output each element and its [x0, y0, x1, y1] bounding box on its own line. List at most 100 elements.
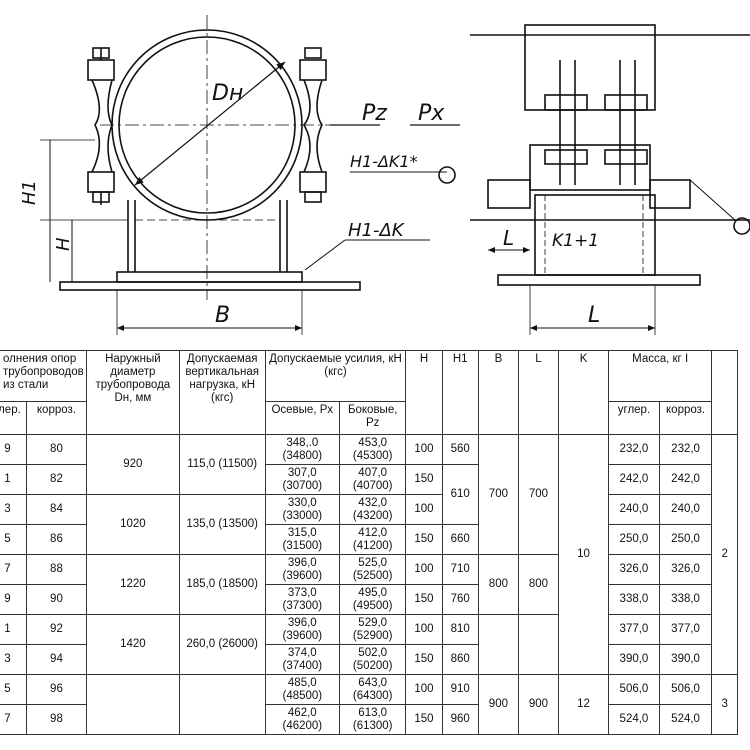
cell-h1: 810 [441, 614, 479, 645]
dn-label: Dн [212, 81, 243, 106]
weld-bottom-label: H1-ΔK [348, 220, 405, 241]
k1-label: K1+1 [552, 231, 599, 251]
l-small-label: L [503, 226, 514, 250]
table-row: 1 92 1420 260,0 (26000) 396,0 (39600) 52… [0, 614, 738, 675]
table-row: 3 84 1020 135,0 (13500) 330,0 (33000) 43… [0, 494, 738, 555]
cell-mass-corrosion: 240,0 [658, 494, 713, 525]
cell-mass-carbon: 232,0 [608, 434, 660, 465]
header-l: L [517, 350, 560, 435]
cell-mass-carbon: 240,0 [608, 494, 660, 525]
cell-px: 374,0 (37400) [264, 644, 341, 675]
header-k: K [558, 350, 610, 435]
cell-h1: 660 [441, 524, 479, 555]
header-forces: Допускаемые усилия, кН (кгс) [264, 350, 407, 402]
cell-h: 150 [405, 704, 443, 735]
cell-px: 462,0 (46200) [264, 704, 341, 735]
px-label: Px [418, 101, 445, 126]
table-row: 5 86 315,0 (31500) 412,0 (41200) 150 660… [0, 524, 738, 555]
cell-px: 485,0 (48500) [264, 674, 341, 705]
cell-carbon: 7 [0, 704, 27, 735]
cell-px: 330,0 (33000) [264, 494, 341, 525]
spec-table: олнения опор трубопроводов из стали Нару… [0, 350, 738, 735]
cell-px: 373,0 (37300) [264, 584, 341, 615]
cell-carbon: 5 [0, 524, 27, 555]
cell-h: 100 [405, 614, 443, 645]
header-corrosion: корроз. [25, 401, 87, 435]
cell-diameter: 1220 [85, 554, 180, 615]
weld-top-label: H1-ΔK1* [350, 152, 418, 171]
cell-pz: 525,0 (52500) [339, 554, 407, 585]
h-label: H [53, 237, 74, 251]
cell-l: 900 [517, 674, 560, 735]
cell-mass-carbon: 506,0 [608, 674, 660, 705]
header-edge [711, 350, 738, 435]
cell-corrosion: 98 [25, 704, 87, 735]
table-row: 7 88 1220 185,0 (18500) 396,0 (39600) 52… [0, 554, 738, 615]
cell-px: 396,0 (39600) [264, 554, 341, 585]
cell-mass-corrosion: 377,0 [658, 614, 713, 645]
cell-h1: 610 [441, 464, 479, 525]
cell-diameter: 1020 [85, 494, 180, 555]
cell-h: 150 [405, 464, 443, 495]
cell-h1: 760 [441, 584, 479, 615]
cell-pz: 432,0 (43200) [339, 494, 407, 525]
cell-h: 100 [405, 554, 443, 585]
cell-load: 260,0 (26000) [178, 614, 266, 675]
table-row: 7 98 462,0 (46200) 613,0 (61300) 150 960… [0, 704, 738, 735]
cell-carbon: 1 [0, 464, 27, 495]
cell-load: 115,0 (11500) [178, 434, 266, 495]
header-axial: Осевые, Px [264, 401, 341, 435]
cell-pz: 412,0 (41200) [339, 524, 407, 555]
cell-px: 348,.0 (34800) [264, 434, 341, 465]
cell-h1: 910 [441, 674, 479, 705]
header-h1: H1 [441, 350, 479, 435]
cell-carbon: 3 [0, 494, 27, 525]
table-row: 3 94 374,0 (37400) 502,0 (50200) 150 860… [0, 644, 738, 675]
spec-table-wrapper: олнения опор трубопроводов из стали Нару… [0, 350, 750, 750]
header-lateral: Боковые, Pz [339, 401, 407, 435]
header-vertical-load: Допускаемая вертикальная нагрузка, кН (к… [178, 350, 266, 435]
cell-mass-carbon: 250,0 [608, 524, 660, 555]
header-carbon: глер. [0, 401, 27, 435]
header-mass-corrosion: корроз. [658, 401, 713, 435]
pz-label: Pz [362, 101, 387, 126]
cell-h1: 560 [441, 434, 479, 465]
cell-mass-corrosion: 338,0 [658, 584, 713, 615]
cell-corrosion: 90 [25, 584, 87, 615]
cell-mass-corrosion: 390,0 [658, 644, 713, 675]
cell-corrosion: 92 [25, 614, 87, 645]
cell-b-empty [477, 614, 519, 675]
cell-corrosion: 94 [25, 644, 87, 675]
table-row: 1 82 307,0 (30700) 407,0 (40700) 150 610… [0, 464, 738, 525]
cell-diameter-empty [85, 674, 180, 735]
cell-corrosion: 82 [25, 464, 87, 495]
cell-carbon: 9 [0, 584, 27, 615]
cell-h1: 710 [441, 554, 479, 585]
cell-mass-corrosion: 250,0 [658, 524, 713, 555]
technical-drawing: Dн Pz Px H1 H B H1-ΔK1* H1-ΔK L K1+1 L [19, 15, 750, 335]
cell-load-empty [178, 674, 266, 735]
cell-load: 185,0 (18500) [178, 554, 266, 615]
cell-mass-carbon: 326,0 [608, 554, 660, 585]
cell-h: 150 [405, 524, 443, 555]
cell-carbon: 7 [0, 554, 27, 585]
cell-edge: 3 [711, 674, 738, 735]
header-execution: олнения опор трубопроводов из стали [0, 350, 87, 402]
cell-mass-carbon: 390,0 [608, 644, 660, 675]
cell-pz: 502,0 (50200) [339, 644, 407, 675]
cell-mass-corrosion: 232,0 [658, 434, 713, 465]
cell-h: 150 [405, 584, 443, 615]
b-label: B [215, 303, 230, 328]
cell-b: 900 [477, 674, 519, 735]
cell-mass-corrosion: 242,0 [658, 464, 713, 495]
cell-corrosion: 96 [25, 674, 87, 705]
cell-l-empty [517, 614, 560, 675]
cell-h1: 860 [441, 644, 479, 675]
cell-b: 700 [477, 434, 519, 555]
cell-mass-corrosion: 506,0 [658, 674, 713, 705]
cell-pz: 613,0 (61300) [339, 704, 407, 735]
cell-mass-corrosion: 524,0 [658, 704, 713, 735]
cell-mass-carbon: 242,0 [608, 464, 660, 495]
cell-mass-corrosion: 326,0 [658, 554, 713, 585]
cell-diameter: 1420 [85, 614, 180, 675]
